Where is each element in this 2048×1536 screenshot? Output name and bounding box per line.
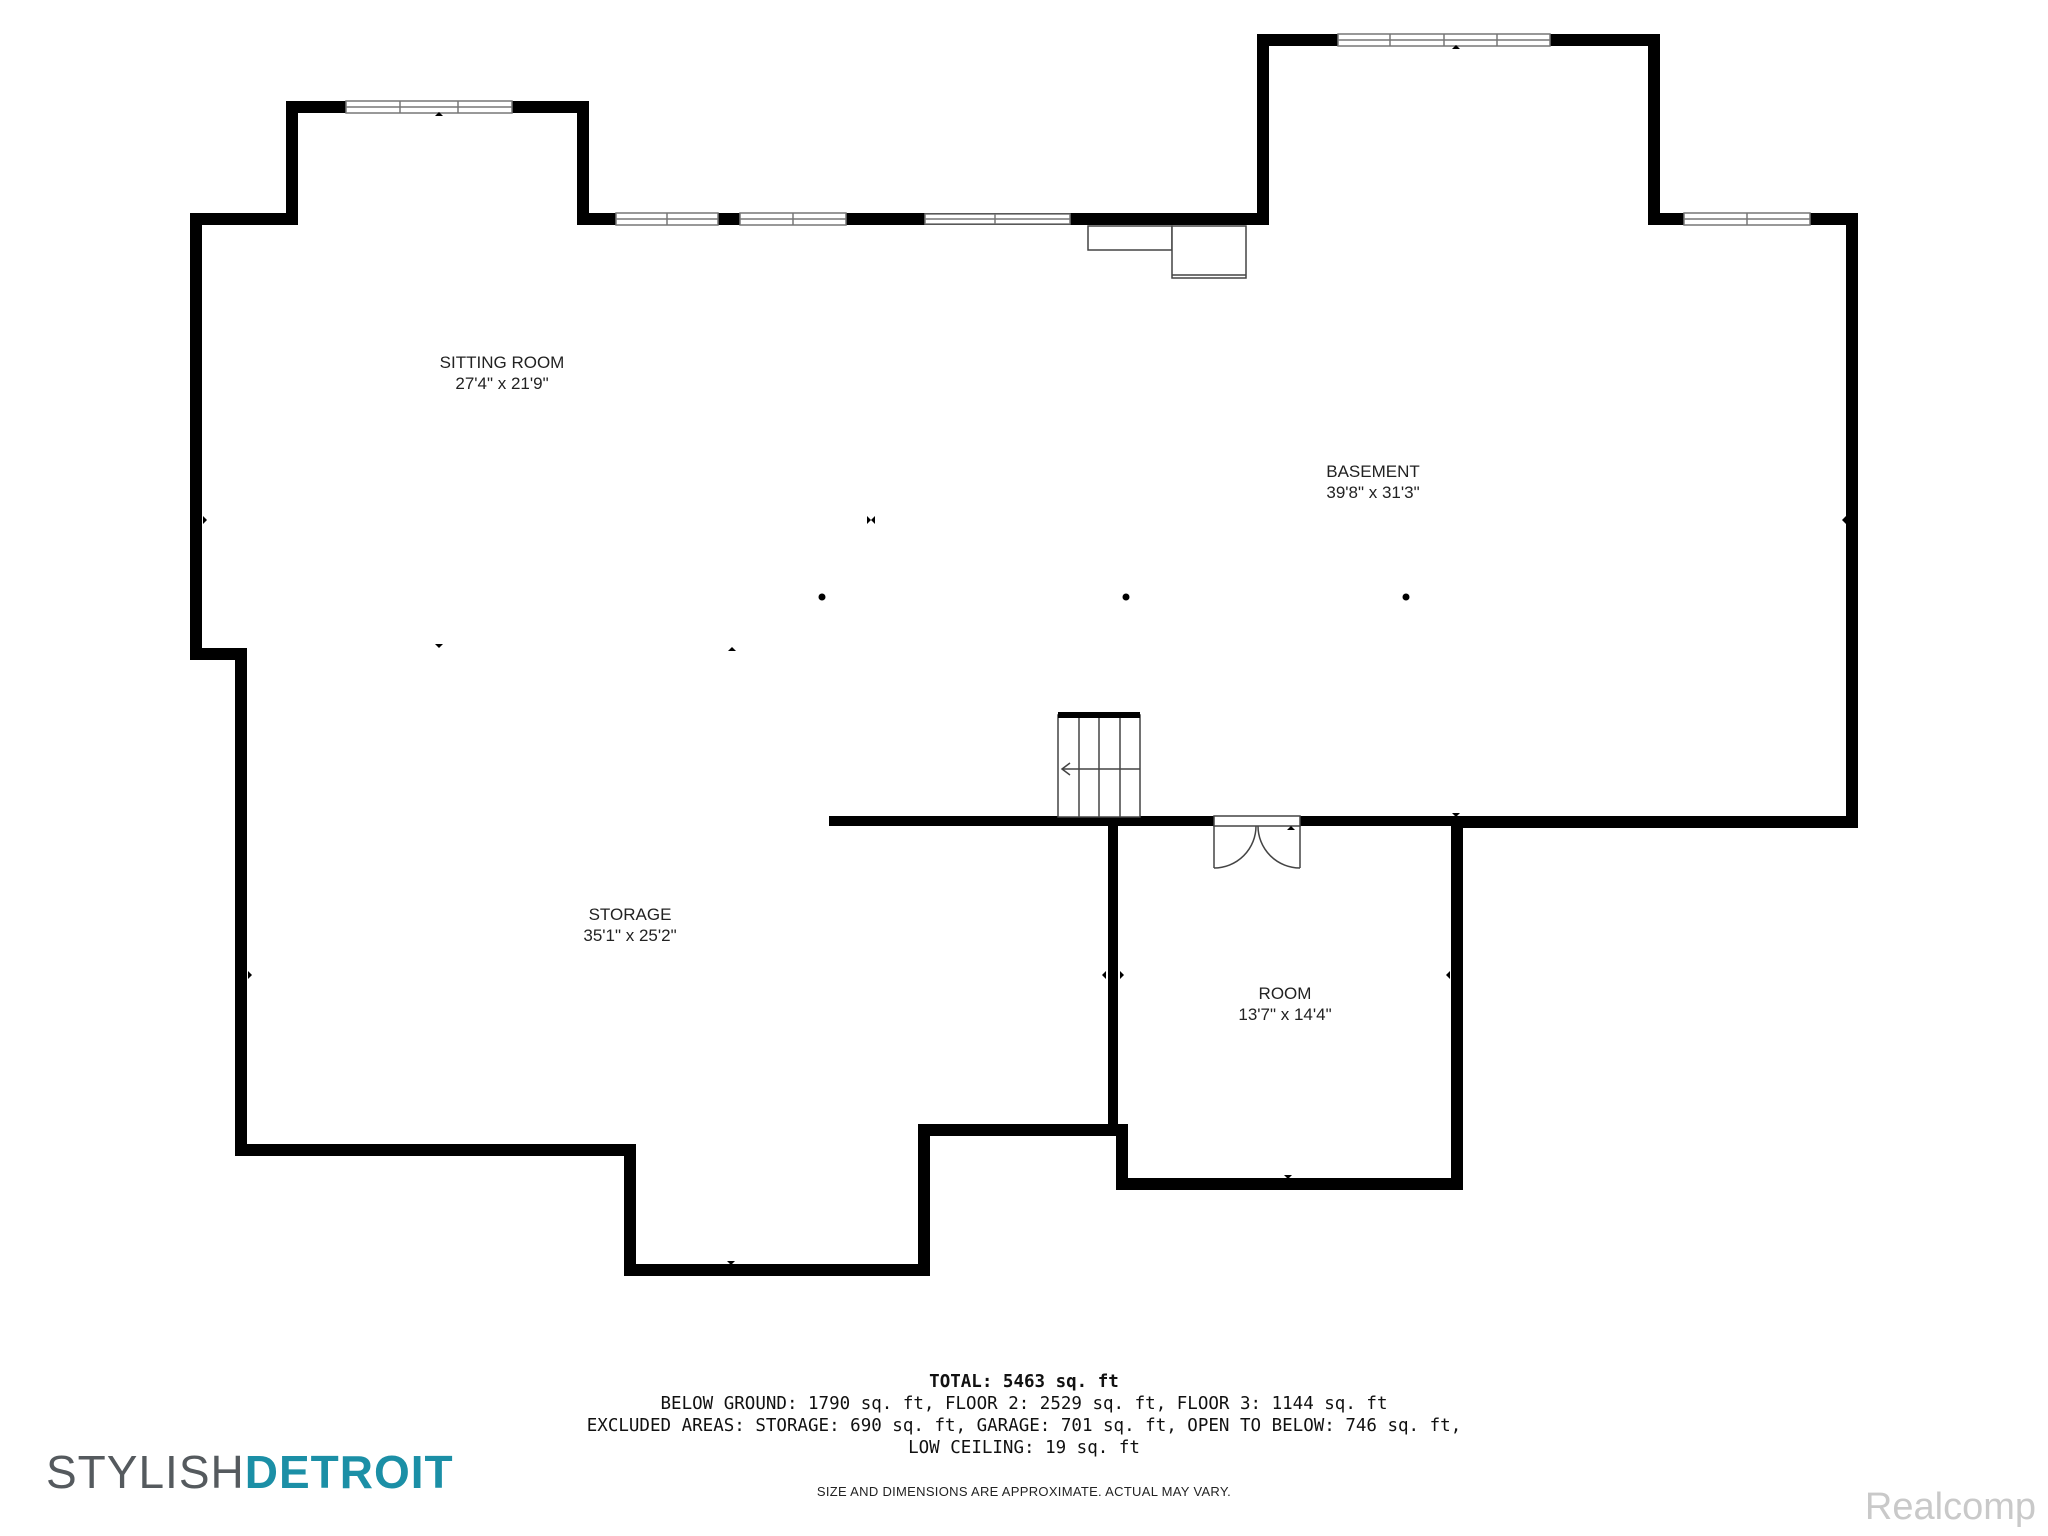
room-name: ROOM <box>1258 984 1312 1003</box>
double-door <box>1213 815 1301 869</box>
room-dimensions: 13'7" x 14'4" <box>1238 1005 1332 1024</box>
support-posts <box>818 593 1410 601</box>
room-dimensions: 27'4" x 21'9" <box>455 374 549 393</box>
sliding-door-front <box>924 213 1071 225</box>
room-dimensions: 39'8" x 31'3" <box>1326 483 1420 502</box>
windows <box>345 33 1811 226</box>
brand-logo-light: STYLISH <box>46 1446 245 1498</box>
area-breakdown-line-3: LOW CEILING: 19 sq. ft <box>908 1438 1140 1458</box>
disclaimer: SIZE AND DIMENSIONS ARE APPROXIMATE. ACT… <box>816 1484 1232 1499</box>
room-label-basement: BASEMENT 39'8" x 31'3" <box>1326 461 1420 503</box>
area-breakdown-line-2: EXCLUDED AREAS: STORAGE: 690 sq. ft, GAR… <box>586 1416 1462 1436</box>
brand-logo-bold: DETROIT <box>244 1446 454 1498</box>
room-name: STORAGE <box>588 905 672 924</box>
area-summary: TOTAL: 5463 sq. ft BELOW GROUND: 1790 sq… <box>587 1371 1461 1459</box>
room-name: BASEMENT <box>1326 462 1420 481</box>
window-front-1 <box>615 212 719 226</box>
room-label-room: ROOM 13'7" x 14'4" <box>1238 983 1331 1025</box>
window-basement-right <box>1683 212 1811 226</box>
room-label-storage: STORAGE 35'1" x 25'2" <box>583 904 676 946</box>
window-front-2 <box>739 212 847 226</box>
dimension-markers <box>203 45 1846 1265</box>
room-dimensions: 35'1" x 25'2" <box>583 926 677 945</box>
room-name: SITTING ROOM <box>439 353 565 372</box>
fixtures <box>1087 225 1247 279</box>
window-sitting-top <box>345 100 513 114</box>
window-basement-top <box>1337 33 1551 47</box>
exterior-walls <box>190 34 1858 1276</box>
interior-walls <box>829 816 1457 1130</box>
room-label-sitting-room: SITTING ROOM 27'4" x 21'9" <box>440 352 565 394</box>
total-area: TOTAL: 5463 sq. ft <box>929 1372 1119 1392</box>
realcomp-watermark: Realcomp <box>1864 1486 2036 1528</box>
staircase <box>1057 712 1141 818</box>
brand-logo: STYLISHDETROIT <box>46 1446 454 1498</box>
area-breakdown-line-1: BELOW GROUND: 1790 sq. ft, FLOOR 2: 2529… <box>660 1394 1388 1414</box>
